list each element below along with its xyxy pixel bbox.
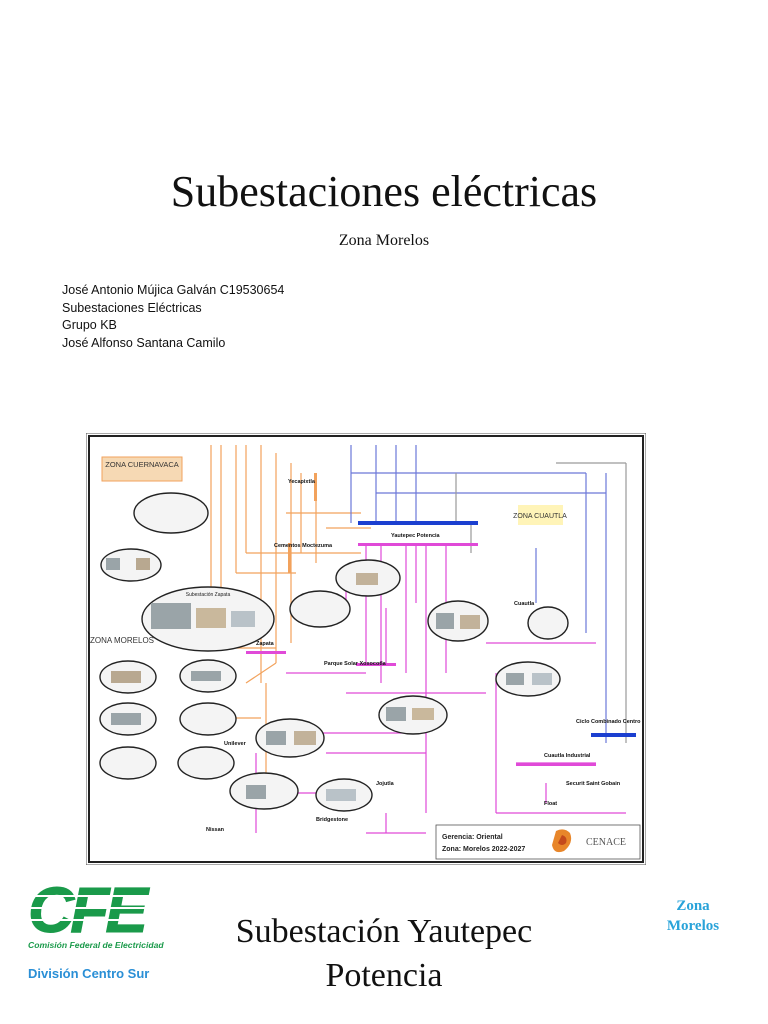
legend-zona: Zona: Morelos 2022-2027 bbox=[442, 846, 525, 853]
ciclo-combinado-bus bbox=[591, 733, 636, 737]
info-line-author: José Antonio Mújica Galván C19530654 bbox=[62, 283, 285, 297]
substation-ellipse-4 bbox=[289, 590, 351, 628]
grey-lines bbox=[455, 462, 627, 743]
station-cuautla: Cuautla bbox=[514, 601, 535, 607]
station-cuautla-industrial: Cuautla Industrial bbox=[544, 753, 591, 759]
xoxocotla-bus bbox=[356, 663, 396, 666]
main-title-line2: Potencia bbox=[325, 957, 443, 994]
division-label: División Centro Sur bbox=[28, 966, 150, 981]
subestacion-zapata-caption: Subestación Zapata bbox=[186, 592, 231, 598]
zapata-bus bbox=[246, 651, 286, 654]
info-line-teacher: José Alfonso Santana Camilo bbox=[62, 335, 226, 350]
zone-cuernavaca-label: ZONA CUERNAVACA bbox=[105, 460, 178, 469]
zona-tag-line1: Zona bbox=[676, 898, 710, 914]
substation-photos bbox=[106, 558, 552, 801]
substation-ellipse-2 bbox=[100, 548, 162, 582]
zone-cuernavaca-box bbox=[101, 456, 183, 482]
cfe-letters: CFE bbox=[28, 874, 150, 946]
station-parque-solar: Parque Solar Xoxocotla bbox=[324, 661, 387, 667]
station-securit: Securit Saint Gobain bbox=[566, 781, 621, 787]
cenace-text: CENACE bbox=[586, 837, 626, 848]
yecapixtla-bus bbox=[314, 473, 317, 501]
substation-ellipse-16 bbox=[255, 718, 325, 758]
station-float: Float bbox=[544, 801, 557, 807]
substation-ellipse-6 bbox=[427, 600, 489, 642]
legend-box bbox=[435, 824, 641, 860]
cenace-logo: CENACE bbox=[552, 829, 626, 853]
station-cementos: Cementos Moctezuma bbox=[274, 543, 333, 549]
main-title: Subestación Yautepec Potencia bbox=[200, 910, 568, 998]
station-yautepec: Yautepec Potencia bbox=[391, 533, 441, 539]
blue-lines bbox=[350, 445, 607, 743]
legend-gerencia: Gerencia: Oriental bbox=[442, 834, 503, 841]
cfe-name: Comisión Federal de Electricidad bbox=[28, 940, 164, 950]
cementos-bus bbox=[288, 543, 291, 573]
substation-ellipse-8 bbox=[527, 606, 569, 640]
single-line-diagram: ZONA CUERNAVACA ZONA CUAUTLA ZONA MORELO… bbox=[86, 433, 646, 865]
substation-ellipse-7 bbox=[495, 661, 561, 697]
zona-tag: Zona Morelos bbox=[650, 896, 736, 936]
substation-ellipse-14 bbox=[99, 746, 157, 780]
station-jojutla: Jojutla bbox=[376, 781, 395, 787]
zone-morelos-label: ZONA MORELOS bbox=[90, 636, 154, 645]
zone-cuautla-box bbox=[518, 505, 563, 525]
cuautla-industrial-bus bbox=[516, 763, 596, 766]
station-bridgestone: Bridgestone bbox=[316, 817, 348, 823]
yautepec-115kv-bus bbox=[358, 543, 478, 546]
cfe-logo: CFE Comisión Federal de Electricidad bbox=[26, 874, 166, 950]
station-yecapixtla: Yecapixtla bbox=[288, 479, 316, 485]
substation-ellipse-15 bbox=[177, 746, 235, 780]
document-subtitle: Zona Morelos bbox=[338, 232, 430, 249]
station-ciclo-combinado: Ciclo Combinado Centro bbox=[576, 719, 641, 725]
zona-tag-line2: Morelos bbox=[666, 918, 720, 934]
author-info: José Antonio Mújica Galván C19530654 Sub… bbox=[62, 282, 284, 352]
document-title: Subestaciones eléctricas bbox=[170, 167, 598, 216]
info-line-group: Grupo KB bbox=[62, 318, 117, 332]
station-zapata: Zapata bbox=[256, 641, 275, 647]
main-title-line1: Subestación Yautepec bbox=[235, 913, 533, 950]
station-nissan: Nissan bbox=[206, 827, 225, 833]
station-unilever: Unilever bbox=[224, 741, 247, 747]
substation-ellipse-1 bbox=[133, 492, 209, 534]
info-line-course: Subestaciones Eléctricas bbox=[62, 300, 202, 315]
zone-cuautla-label: ZONA CUAUTLA bbox=[513, 513, 567, 520]
substation-ellipse-13 bbox=[179, 702, 237, 736]
yautepec-230kv-bus bbox=[358, 521, 478, 525]
